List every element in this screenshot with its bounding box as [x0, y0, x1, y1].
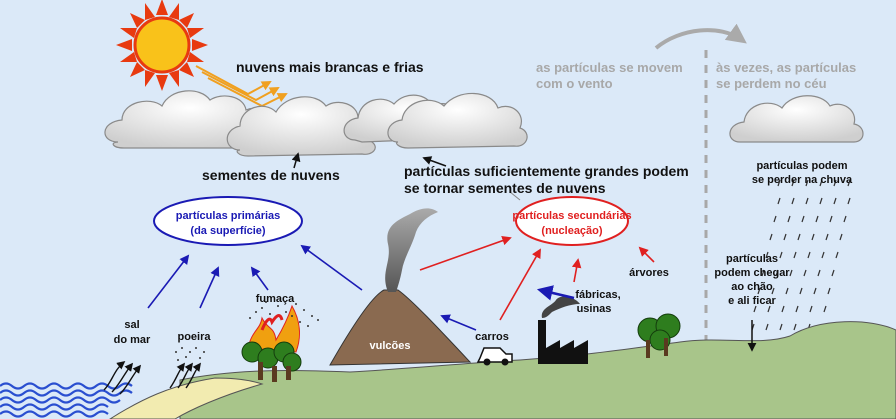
label-wind-1: as partículas se movem — [536, 60, 683, 75]
connector-secondary — [509, 191, 521, 201]
factory-icon — [538, 296, 588, 364]
label-cloud-seeds: sementes de nuvens — [202, 167, 340, 183]
label-primary-2: (da superfície) — [190, 225, 266, 237]
label-sea-salt-2: do mar — [114, 334, 151, 346]
trees-icon — [637, 313, 681, 358]
car-icon — [476, 347, 513, 366]
label-smoke: fumaça — [256, 293, 295, 305]
secondary-particles-oval — [515, 196, 629, 246]
label-rain-2: se perder na chuva — [752, 174, 853, 186]
label-dust: poeira — [177, 331, 211, 343]
label-factories-2: usinas — [577, 303, 612, 315]
label-ground-3: ao chão — [731, 281, 773, 293]
volcano-icon — [329, 208, 472, 366]
arrow-large-to-clouds — [422, 156, 447, 167]
sun-icon — [116, 0, 208, 91]
label-secondary-2: (nucleação) — [541, 225, 602, 237]
secondary-arrows — [419, 236, 655, 321]
label-ground-2: podem chegar — [714, 267, 790, 279]
label-lost-sky-2: se perdem no céu — [716, 76, 827, 91]
label-sea-salt-1: sal — [124, 319, 139, 331]
label-ground-4: e ali ficar — [728, 295, 776, 307]
wind-arrow — [654, 23, 747, 50]
label-primary-1: partículas primárias — [176, 210, 281, 222]
label-wind-2: com o vento — [536, 76, 613, 91]
smoke-particles — [249, 301, 319, 327]
label-large-particles-1: partículas suficientemente grandes podem — [404, 163, 689, 179]
label-large-particles-2: se tornar sementes de nuvens — [404, 180, 606, 196]
cloud-group-left — [104, 90, 528, 157]
label-cars: carros — [475, 331, 509, 343]
rain-streaks — [751, 179, 851, 331]
dust-particles — [175, 347, 205, 361]
label-lost-sky-1: às vezes, as partículas — [716, 60, 856, 75]
label-whiter-clouds: nuvens mais brancas e frias — [236, 59, 424, 75]
sea-water — [0, 382, 133, 418]
arrow-seeds-to-clouds — [291, 152, 301, 169]
wildfire-icon — [241, 304, 302, 382]
label-trees: árvores — [629, 267, 669, 279]
label-ground-1: partículas — [726, 253, 778, 265]
label-factories-1: fábricas, — [575, 289, 620, 301]
sea-salt-arrows — [103, 360, 202, 395]
primary-particles-oval — [153, 196, 303, 246]
cloud-right — [729, 95, 864, 143]
label-rain-1: partículas podem — [756, 160, 847, 172]
label-secondary-1: partículas secundárias — [512, 210, 631, 222]
beach-sand — [109, 377, 264, 419]
label-volcanoes: vulcões — [370, 340, 411, 352]
primary-arrows — [147, 244, 575, 331]
